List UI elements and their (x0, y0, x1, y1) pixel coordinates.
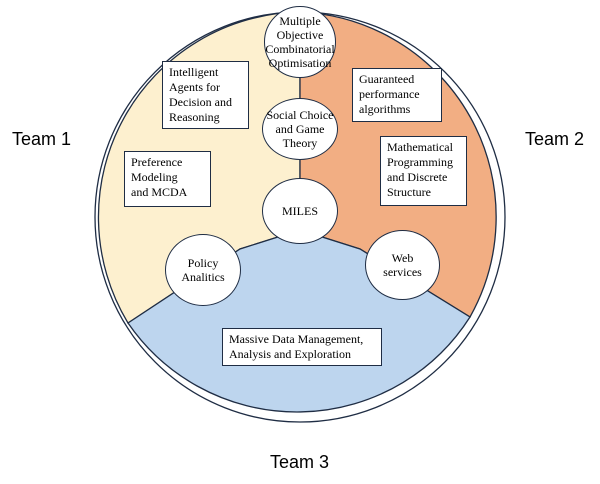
miles-circle: MILES (262, 178, 338, 244)
policy-analytics-circle: Policy Analitics (165, 234, 241, 306)
massive-box: Massive Data Management, Analysis and Ex… (222, 328, 382, 366)
web-services-circle: Web services (365, 230, 440, 300)
team1-label: Team 1 (12, 129, 72, 149)
moco-circle: Multiple Objective Combinatorial Optimis… (264, 6, 336, 78)
team2-label: Team 2 (525, 129, 585, 149)
preference-box: Preference Modeling and MCDA (124, 151, 211, 207)
agents-box: Intelligent Agents for Decision and Reas… (162, 61, 249, 129)
social-choice-circle: Social Choice and Game Theory (262, 98, 338, 160)
team3-label: Team 3 (270, 452, 330, 472)
mathprog-box: Mathematical Programming and Discrete St… (380, 136, 467, 206)
guaranteed-box: Guaranteed performance algorithms (352, 68, 442, 122)
